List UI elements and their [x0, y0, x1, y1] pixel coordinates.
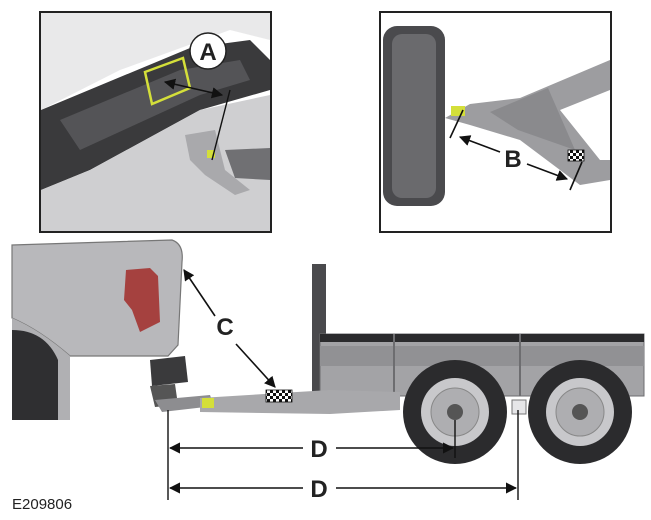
callout-c: C [216, 314, 233, 341]
axle-marker [511, 399, 527, 415]
panel-b-detail: B [379, 11, 612, 233]
hitch-ball-mount [185, 130, 250, 195]
callout-c-group: C [183, 269, 276, 388]
trailer-wheel-front [403, 360, 507, 464]
truck-rear [11, 239, 214, 420]
callout-a-circle [189, 32, 227, 70]
marker-c-trailer [265, 389, 293, 403]
figure-code: E209806 [12, 496, 73, 513]
dimension-d: D D [167, 410, 519, 503]
trailer-tongue-main [200, 390, 400, 414]
marker-a-hitch [207, 150, 215, 158]
taillight [124, 268, 160, 332]
callout-a: A [199, 39, 216, 66]
marker-b-hitch [451, 106, 465, 116]
panel-a-detail: A [39, 11, 272, 233]
trailer-wheel-rear [528, 360, 632, 464]
callout-d-upper: D [310, 436, 327, 463]
marker-b-trailer [567, 149, 585, 162]
callout-b: B [504, 146, 521, 173]
marker-c-hitch [202, 398, 214, 408]
callout-d-lower: D [310, 476, 327, 503]
trailer [200, 264, 645, 464]
truck-hitch [155, 395, 214, 412]
truck-wheel-well [12, 330, 58, 420]
